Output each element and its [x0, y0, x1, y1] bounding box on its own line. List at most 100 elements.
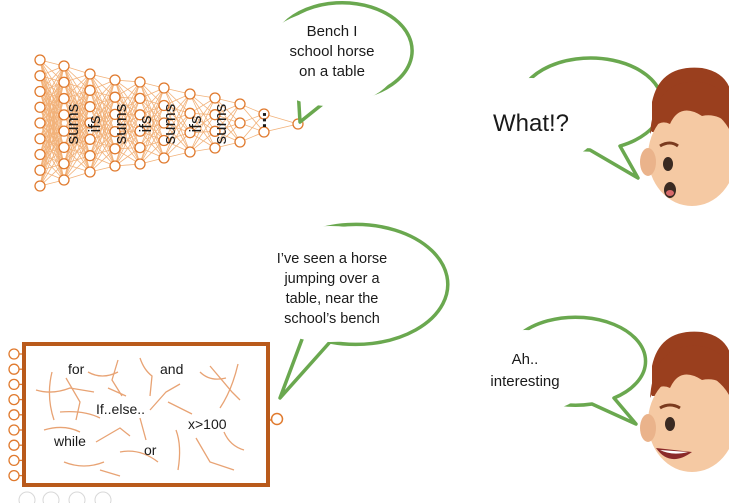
code-box-icon: for and If..else.. x>100 while or: [8, 342, 284, 487]
word-while: while: [53, 433, 86, 449]
layer-label-2: ifs: [85, 116, 104, 133]
network-node: [34, 101, 46, 113]
network-node: [84, 166, 96, 178]
network-edge: [214, 114, 241, 143]
network-edge: [39, 130, 65, 187]
network-node: [134, 76, 146, 88]
layer-label-3: sums: [111, 104, 130, 145]
network-speech-bubble: Bench I school horse on a table: [260, 0, 414, 124]
network-bubble-line-1: Bench I: [307, 23, 358, 40]
network-node: [209, 109, 221, 121]
interesting-line-1: Ah..: [512, 351, 539, 368]
network-edge: [163, 105, 191, 133]
network-edge: [89, 79, 116, 124]
network-node: [184, 127, 196, 139]
face-icon: [640, 331, 729, 472]
network-node: [58, 109, 70, 121]
network-node: [234, 98, 246, 110]
word-and: and: [160, 361, 183, 377]
layer-label-7: sums: [211, 104, 230, 145]
network-node: [58, 174, 70, 186]
network-edge: [139, 130, 165, 159]
network-node: [158, 117, 170, 129]
network-edge: [189, 93, 216, 149]
network-edge: [63, 155, 91, 181]
network-edge: [39, 65, 65, 92]
network-edge: [139, 105, 165, 165]
box-output-pin: [270, 412, 284, 426]
box-input-pin: [8, 393, 20, 406]
network-edge: [63, 73, 91, 116]
network-edge: [114, 114, 141, 167]
box-input-pin: [8, 409, 20, 421]
network-node: [84, 68, 96, 80]
network-node: [34, 85, 46, 98]
network-edge: [163, 93, 191, 141]
network-edge: [63, 122, 91, 181]
network-edge: [63, 106, 91, 181]
layer-label-5: sums: [160, 104, 179, 145]
network-node: [209, 142, 221, 154]
network-node: [158, 99, 170, 112]
word-or: or: [144, 442, 157, 458]
box-speech-bubble: I’ve seen a horse jumping over a table, …: [240, 222, 450, 400]
network-edge: [214, 103, 241, 132]
network-node: [134, 125, 146, 137]
word-if-else: If..else..: [96, 401, 145, 417]
network-node: [34, 133, 46, 145]
network-edge: [163, 93, 191, 159]
person-speech-bubble-interesting: Ah.. interesting: [457, 315, 648, 426]
layer-label-6: ifs: [186, 116, 205, 133]
box-input-pin: [8, 454, 20, 467]
network-edge: [263, 123, 299, 133]
network-node: [34, 117, 46, 129]
neural-network-icon: sums ifs sums ifs sums ifs sums ...: [34, 54, 304, 192]
network-edge: [63, 139, 91, 181]
network-bubble-line-2: school horse: [289, 43, 374, 60]
box-bubble-line-3: table, near the: [286, 291, 379, 307]
network-node: [109, 125, 121, 138]
pen-icon[interactable]: [18, 491, 36, 503]
network-edge: [63, 73, 91, 99]
network-edge: [89, 148, 116, 173]
network-node: [258, 108, 270, 120]
box-bubble-line-4: school’s bench: [284, 311, 380, 327]
network-node: [209, 92, 221, 104]
network-node: [109, 160, 121, 172]
network-edge: [139, 114, 165, 159]
network-edge: [89, 106, 116, 150]
network-node: [158, 82, 170, 94]
zoom-icon[interactable]: [68, 491, 86, 503]
network-nodes: [34, 54, 304, 192]
network-edge: [239, 103, 265, 133]
person-speech-bubble-what: What!?: [461, 56, 665, 180]
network-edge: [139, 87, 165, 132]
box-input-pin: [8, 348, 20, 360]
network-edge: [139, 87, 165, 148]
layer-label-1: sums: [63, 104, 82, 145]
box-bubble-line-1: I’ve seen a horse: [277, 251, 387, 267]
network-node: [84, 150, 96, 162]
network-node: [58, 92, 70, 105]
network-node: [258, 126, 270, 138]
network-node: [184, 146, 196, 158]
grid-icon[interactable]: [42, 491, 60, 503]
network-node: [84, 84, 96, 96]
network-node: [58, 125, 70, 137]
network-node: [134, 158, 146, 170]
network-edge: [139, 87, 165, 116]
network-edge: [163, 105, 191, 153]
network-edge: [89, 79, 116, 140]
network-node: [84, 133, 96, 145]
more-icon[interactable]: [94, 491, 112, 503]
network-edge: [63, 73, 91, 148]
network-edge: [189, 93, 216, 132]
what-text: What!?: [493, 110, 569, 137]
network-edge: [163, 122, 191, 153]
network-edge: [163, 87, 191, 153]
network-node: [84, 117, 96, 129]
network-bubble-line-3: on a table: [299, 63, 365, 80]
network-node: [234, 117, 246, 129]
network-edge: [163, 132, 191, 159]
